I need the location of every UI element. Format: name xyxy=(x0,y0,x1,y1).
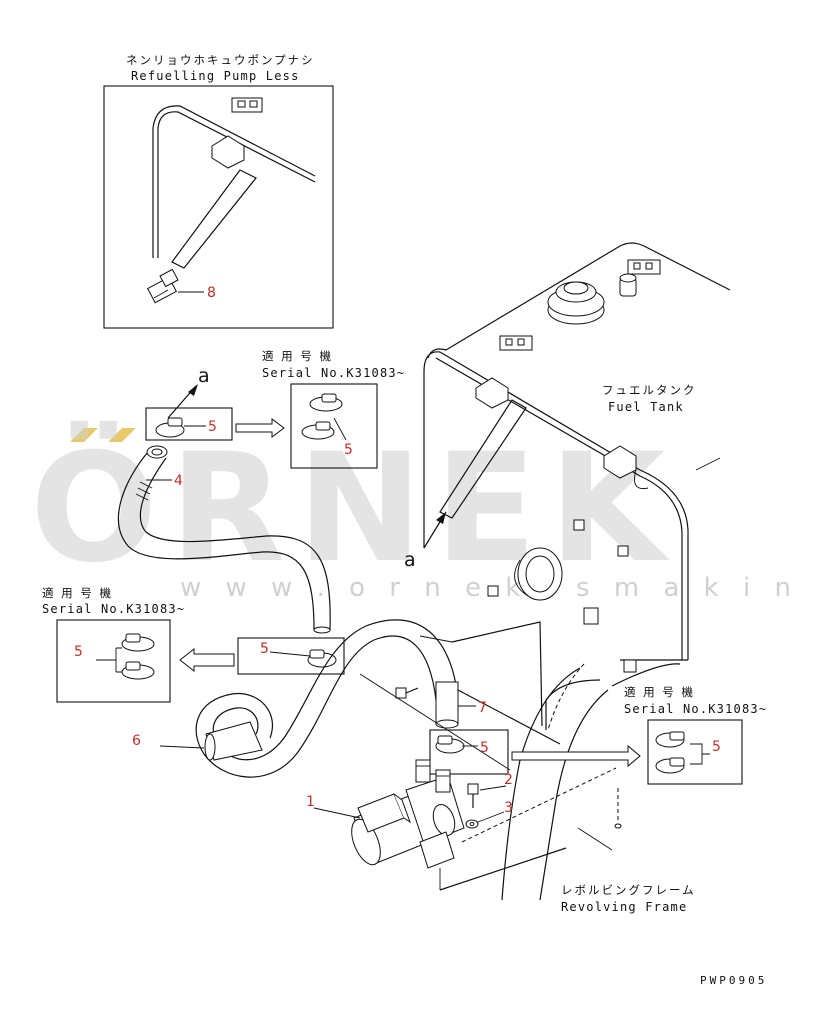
serial-upper-en: Serial No.K31083~ xyxy=(262,366,405,380)
clamp-box-lower: 5 xyxy=(429,729,641,775)
clamp-box-upper: 5 xyxy=(145,407,285,441)
view-letter-a-tank: a xyxy=(404,549,416,571)
pump-port-1 xyxy=(415,759,431,783)
revolving-frame: レボルビングフレーム Revolving Frame xyxy=(419,621,696,914)
breather xyxy=(619,273,637,297)
clamp-icon xyxy=(155,417,185,438)
watermark-accent-left xyxy=(70,428,98,442)
callout-5-lower: 5 xyxy=(480,740,489,756)
refuelling-pump: 1 2 3 xyxy=(306,759,513,890)
hose-segment-7 xyxy=(435,681,459,725)
tank-top-edge xyxy=(427,242,731,359)
clamp-icon-lower xyxy=(435,735,465,754)
watermark: ÖRNEK w w w . o r n e k i s m a k i n a … xyxy=(30,420,813,603)
revolving-frame-label-en: Revolving Frame xyxy=(561,900,687,914)
callout-5-serial-right: 5 xyxy=(712,739,721,755)
tank-left-edge xyxy=(423,351,441,548)
arrow-to-serial-left xyxy=(179,647,235,673)
serial-left-en: Serial No.K31083~ xyxy=(42,602,185,616)
fuel-tank-label-en: Fuel Tank xyxy=(608,400,684,414)
serial-note-upper: 適 用 号 機 Serial No.K31083~ 5 xyxy=(262,349,405,469)
pump-foot xyxy=(419,831,455,869)
clamp-box-middle: 5 xyxy=(179,637,345,675)
tank-plate-2 xyxy=(499,335,533,351)
watermark-brand: ÖRNEK xyxy=(30,420,677,596)
serial-right-jp: 適 用 号 機 xyxy=(624,685,695,699)
callout-5-serial-upper: 5 xyxy=(344,442,353,458)
tank-bracket-upper xyxy=(475,377,509,409)
double-clamp-icon-left xyxy=(121,633,155,680)
pump-port-2 xyxy=(435,769,451,793)
hose-upper-4: 4 a xyxy=(117,365,331,634)
double-clamp-icon-right xyxy=(655,731,685,774)
inset-frame xyxy=(103,85,334,329)
inset-tank-edge xyxy=(157,111,316,258)
arrow-to-serial-right xyxy=(511,744,641,768)
inset-tank-edge-inner xyxy=(152,105,316,258)
inset-hose xyxy=(171,169,257,269)
tank-hose xyxy=(439,399,527,519)
serial-note-left: 適 用 号 機 Serial No.K31083~ 5 xyxy=(42,586,185,703)
serial-left-jp: 適 用 号 機 xyxy=(42,586,113,600)
inset-callout-8: 8 xyxy=(207,285,216,301)
level-gauge xyxy=(514,547,563,601)
serial-upper-jp: 適 用 号 機 xyxy=(262,349,333,363)
callout-5-serial-left: 5 xyxy=(74,644,83,660)
callout-6: 6 xyxy=(132,733,141,749)
arrow-to-serial-upper xyxy=(235,418,285,438)
tank-front-edge xyxy=(439,351,689,660)
hose-lower-6: 6 7 xyxy=(132,619,511,778)
callout-3: 3 xyxy=(504,800,513,816)
callout-7: 7 xyxy=(478,700,487,716)
filler-cap xyxy=(547,281,605,325)
callout-2: 2 xyxy=(504,772,513,788)
serial-note-right: 適 用 号 機 Serial No.K31083~ 5 xyxy=(624,685,767,785)
inset-bracket xyxy=(211,135,245,169)
fuel-tank-label-jp: フュエルタンク xyxy=(602,383,697,397)
watermark-accent-right xyxy=(108,428,136,442)
drawing-code: PWP0905 xyxy=(700,974,767,987)
inset-fitting xyxy=(146,268,179,304)
fuel-tank: a フュエルタンク Fuel Tank xyxy=(404,242,731,661)
callout-5-middle: 5 xyxy=(260,641,269,657)
inset-refuelling-pump-less: ネンリョウホキュウポンプナシ Refuelling Pump Less 8 xyxy=(103,53,334,329)
view-letter-a-top: a xyxy=(198,365,210,387)
callout-5-upper: 5 xyxy=(208,419,217,435)
callout-4: 4 xyxy=(174,473,183,489)
tank-plate-1 xyxy=(627,259,661,275)
callout-1: 1 xyxy=(306,794,315,810)
bolt-2 xyxy=(467,783,479,808)
clamp-icon-middle xyxy=(307,649,337,668)
bolt-small xyxy=(395,687,419,699)
inset-title-en: Refuelling Pump Less xyxy=(131,69,300,83)
revolving-frame-label-jp: レボルビングフレーム xyxy=(561,883,696,897)
inset-title-jp: ネンリョウホキュウポンプナシ xyxy=(126,53,315,67)
double-clamp-icon xyxy=(301,393,343,440)
serial-right-en: Serial No.K31083~ xyxy=(624,702,767,716)
